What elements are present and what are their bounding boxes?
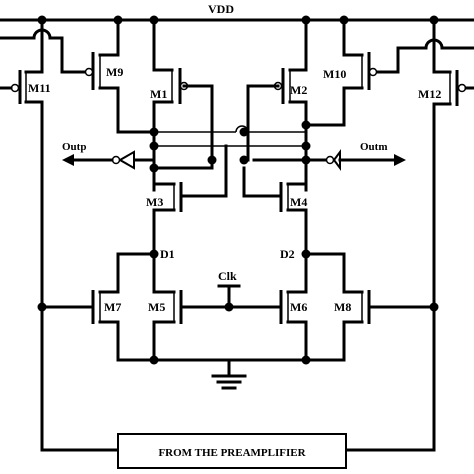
m1-transistor	[152, 18, 189, 192]
m10-transistor	[342, 18, 378, 127]
m8-transistor	[342, 252, 436, 362]
m9-label: M9	[106, 65, 123, 79]
clock-label: Clk	[218, 269, 237, 283]
outp-label: Outp	[62, 141, 86, 153]
d2-label: D2	[280, 247, 295, 261]
outm-label: Outm	[360, 141, 388, 153]
m1-label: M1	[150, 87, 167, 101]
m7-label: M7	[104, 300, 121, 314]
preamplifier-block	[117, 433, 347, 469]
m4-transistor	[276, 166, 308, 256]
m7-transistor	[40, 252, 120, 362]
ground-junctions	[149, 355, 311, 365]
m11-transistor	[0, 18, 44, 452]
m8-gate-junction	[429, 302, 439, 312]
clock-junction	[224, 302, 234, 312]
m2-label: M2	[290, 83, 307, 97]
m3-transistor	[152, 166, 192, 256]
ground-rail	[116, 358, 346, 390]
outm-inverter	[304, 149, 406, 171]
outp-inverter	[62, 150, 156, 170]
d1-label: D1	[160, 247, 175, 261]
m10-label: M10	[323, 67, 346, 81]
m9-transistor	[84, 18, 120, 134]
left-output-node	[116, 84, 306, 198]
vdd-label: VDD	[208, 2, 234, 16]
left-input-wire	[0, 28, 90, 74]
m2-transistor	[273, 18, 308, 192]
m6-label: M6	[290, 300, 307, 314]
preamplifier-label: FROM THE PREAMPLIFIER	[158, 447, 306, 459]
m12-label: M12	[418, 87, 441, 101]
m12-transistor	[432, 18, 474, 452]
m8-label: M8	[334, 300, 351, 314]
m5-transistor	[152, 252, 183, 362]
m3-label: M3	[146, 195, 163, 209]
m7-gate-junction	[37, 302, 47, 312]
d-nodes	[116, 249, 346, 259]
right-input-wire	[370, 38, 474, 74]
output-junctions	[149, 120, 311, 173]
m11-label: M11	[28, 81, 51, 95]
m4-label: M4	[290, 195, 307, 209]
right-output-node	[154, 84, 346, 198]
m5-label: M5	[148, 300, 165, 314]
